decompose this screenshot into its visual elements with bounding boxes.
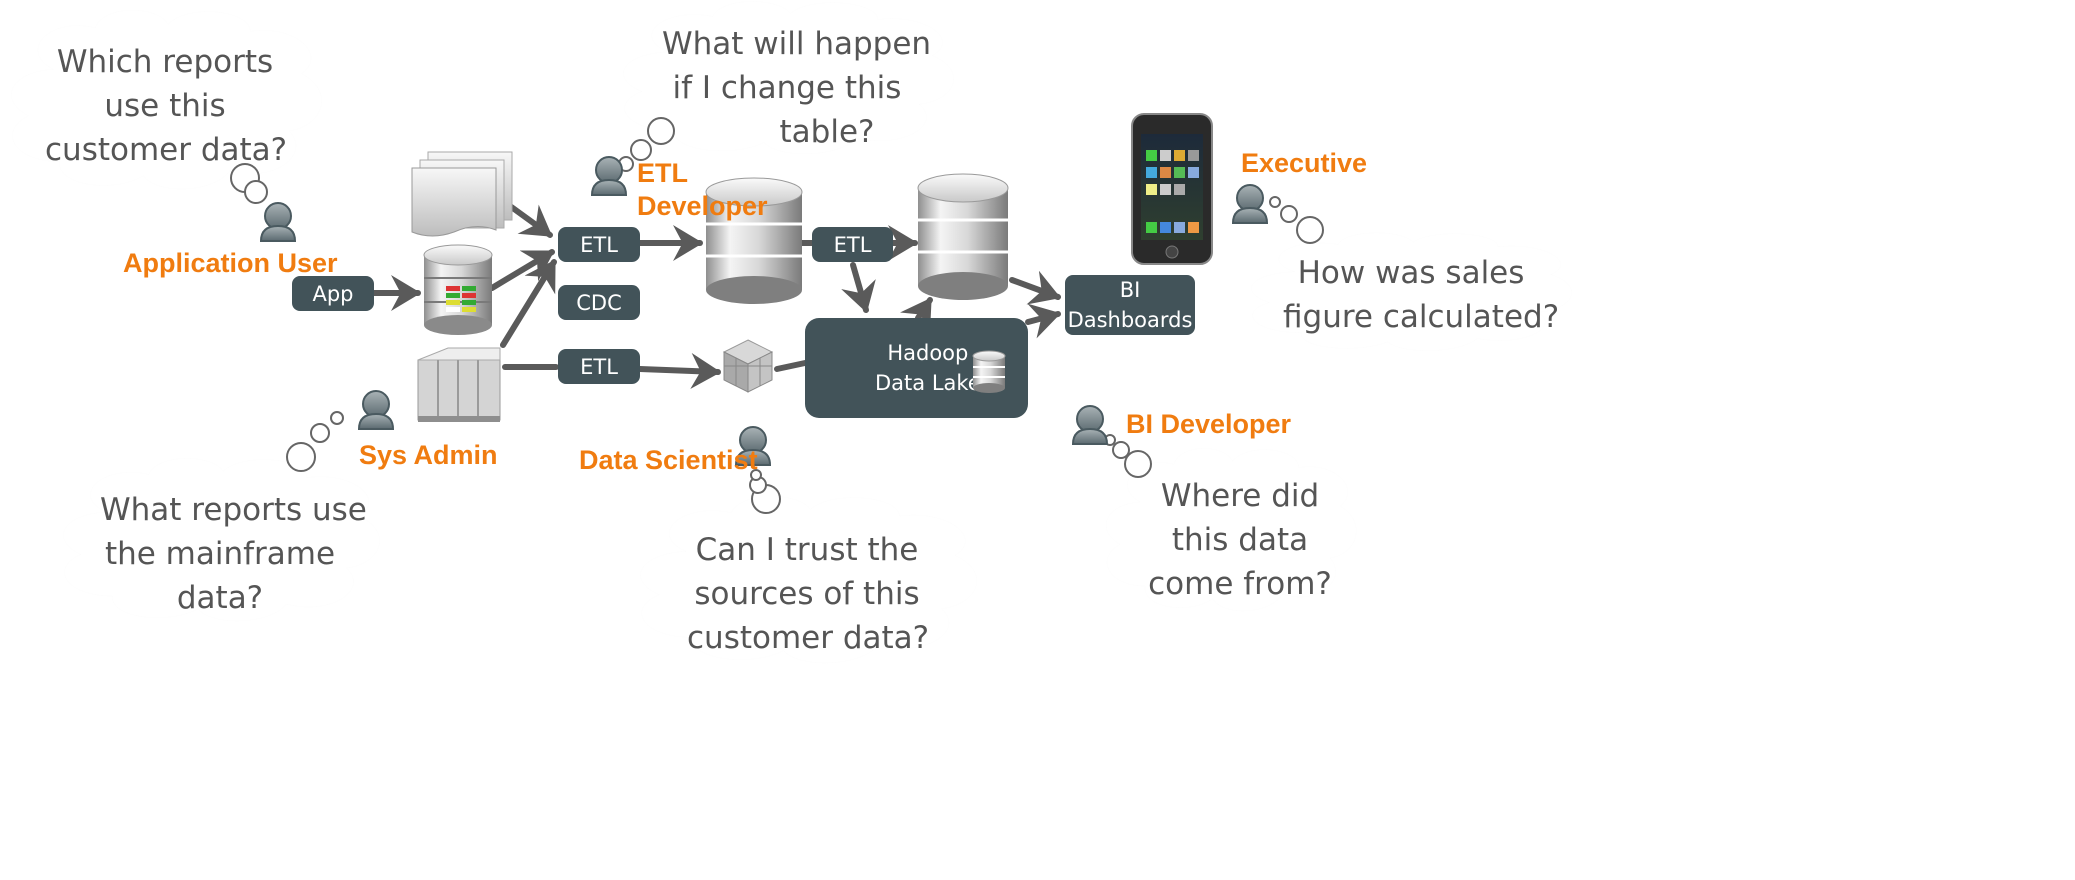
question-line: Can I trust the — [695, 532, 919, 568]
question-executive: How was sales figure calculated? — [1283, 251, 1560, 339]
question-line: if I change this — [672, 70, 902, 106]
user-icon — [1071, 405, 1109, 445]
question-line: Which reports — [56, 44, 274, 80]
arrow-mainframe-to-etl — [500, 259, 557, 348]
thought-cloud-executive — [1250, 196, 1573, 352]
cdc-label: CDC — [576, 290, 622, 315]
thought-cloud-bi-developer — [1104, 434, 1358, 612]
question-sys-admin: What reports use the mainframe data? — [100, 488, 367, 620]
user-icon — [259, 202, 297, 242]
arrow-db-to-etl — [489, 249, 555, 291]
bi-label-line2: Dashboards — [1067, 308, 1193, 332]
question-line: sources of this — [694, 576, 920, 612]
question-line: What reports use — [100, 492, 367, 528]
hadoop-label-line1: Hadoop — [887, 341, 969, 365]
role-application-user: Application User — [123, 248, 338, 278]
question-etl-developer: What will happen if I change this table? — [662, 22, 932, 154]
role-etl-developer-line2: Developer — [637, 191, 768, 221]
question-line: this data — [1171, 522, 1309, 558]
thought-cloud-application-user — [10, 9, 323, 204]
user-icon — [357, 390, 395, 430]
hadoop-label-line2: Data Lake — [875, 371, 981, 395]
question-line: data? — [176, 580, 264, 616]
etl-box-middle: ETL — [812, 227, 893, 262]
question-line: customer data? — [687, 620, 930, 656]
user-icon — [734, 426, 772, 466]
database-icon — [705, 177, 803, 304]
etl-bottom-label: ETL — [580, 354, 618, 379]
thought-cloud-data-scientist — [639, 469, 978, 664]
question-line: What will happen — [662, 26, 932, 62]
arrow-cube-to-hadoop — [774, 360, 808, 372]
role-sys-admin: Sys Admin — [359, 440, 498, 470]
database-icon — [917, 173, 1009, 300]
smartphone-icon — [1131, 113, 1213, 265]
question-line: customer data? — [45, 132, 288, 168]
question-line: use this — [104, 88, 226, 124]
hadoop-database-icon — [972, 350, 1006, 393]
database-icon — [1777, 668, 1811, 712]
thought-cloud-sys-admin — [62, 411, 381, 622]
role-executive: Executive — [1241, 148, 1368, 178]
role-etl-developer: ETL Developer — [637, 157, 768, 223]
etl-middle-label: ETL — [833, 232, 872, 257]
arrow-docs-to-etl — [507, 203, 553, 238]
question-bi-developer: Where did this data come from? — [1140, 474, 1340, 606]
question-line: come from? — [1148, 566, 1332, 602]
question-application-user: Which reports use this customer data? — [45, 40, 288, 172]
etl-box-bottom: ETL — [558, 349, 640, 384]
database-icon — [423, 244, 493, 335]
question-line: Where did — [1160, 478, 1320, 514]
role-data-scientist: Data Scientist — [579, 445, 758, 475]
role-bi-developer: BI Developer — [1126, 409, 1292, 439]
mainframe-icon — [417, 347, 501, 422]
bi-dashboards-box: BI Dashboards — [1065, 275, 1195, 335]
etl-box-top: ETL — [558, 227, 640, 262]
user-icon — [1231, 184, 1269, 224]
etl-top-label: ETL — [580, 232, 618, 257]
flow-arrows — [371, 203, 1061, 389]
document-stack-icon — [411, 151, 513, 237]
cube-icon — [722, 339, 774, 393]
question-data-scientist: Can I trust the sources of this customer… — [687, 528, 930, 660]
question-line: figure calculated? — [1283, 299, 1560, 335]
user-icon — [590, 156, 628, 196]
arrow-hadoop-to-mart — [900, 297, 933, 333]
bi-label-line1: BI — [1119, 278, 1141, 302]
cdc-box: CDC — [558, 285, 640, 320]
app-box: App — [292, 276, 374, 311]
question-line: How was sales — [1297, 255, 1525, 291]
arrow-etl-to-hadoop — [841, 262, 876, 313]
arrow-mart-to-bi — [1009, 270, 1061, 305]
role-etl-developer-line1: ETL — [637, 158, 688, 188]
arrow-hadoop-to-bi — [1025, 303, 1061, 339]
app-label: App — [312, 281, 354, 306]
question-line: the mainframe — [104, 536, 336, 572]
question-line: table? — [779, 114, 875, 150]
arrow-etl-to-cube — [637, 352, 721, 389]
